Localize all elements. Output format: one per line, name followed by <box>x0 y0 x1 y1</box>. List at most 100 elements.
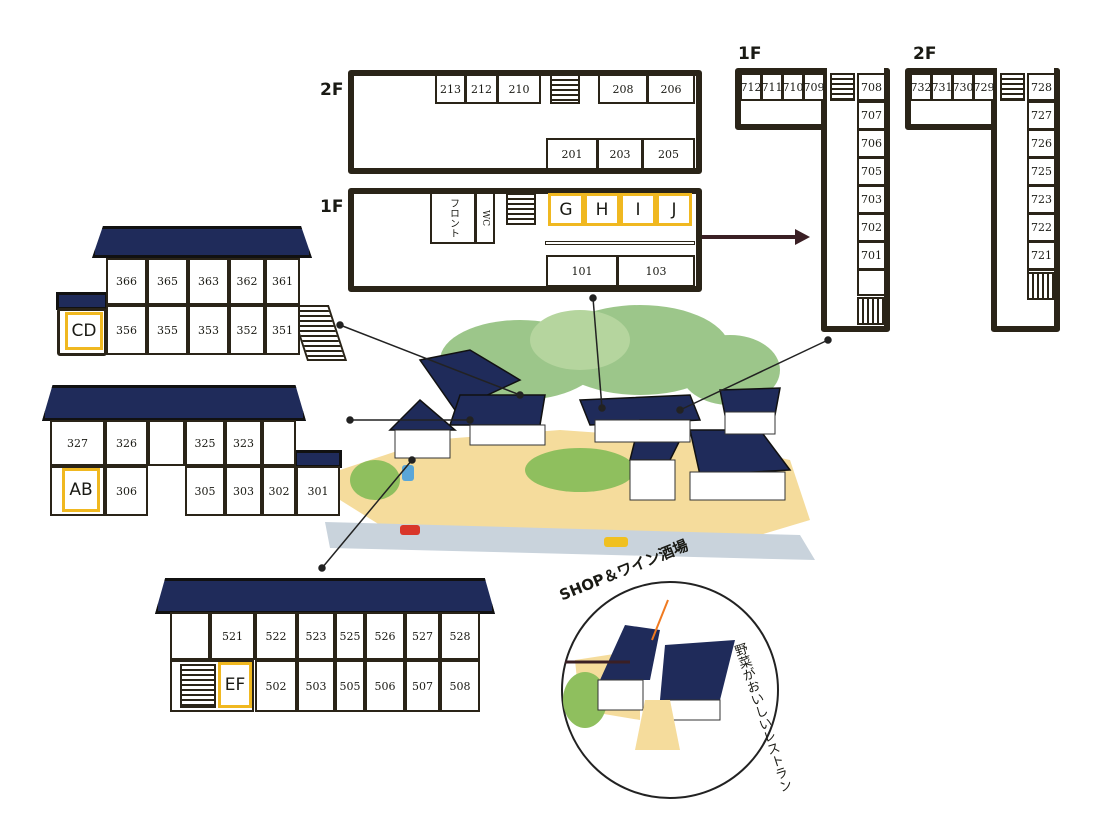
room: 208 <box>598 74 648 104</box>
room: 503 <box>297 660 335 712</box>
room: 507 <box>405 660 440 712</box>
roof <box>155 578 495 614</box>
front-desk: フロント <box>430 192 476 244</box>
room: 526 <box>365 612 405 660</box>
leader-lines <box>318 294 832 572</box>
room <box>262 420 296 466</box>
roof <box>92 226 312 258</box>
room: 525 <box>335 612 365 660</box>
room: 528 <box>440 612 480 660</box>
room: 361 <box>265 258 300 305</box>
room: 103 <box>617 255 695 287</box>
stairs-icon <box>1027 272 1056 300</box>
floor-label-2f: 2F <box>913 44 937 64</box>
floor-label-1f: 1F <box>738 44 762 64</box>
lawn <box>525 448 635 492</box>
room: 521 <box>210 612 255 660</box>
room: 363 <box>188 258 229 305</box>
room: 721 <box>1027 241 1056 270</box>
highlight-room[interactable]: G <box>548 193 584 226</box>
room: 701 <box>857 241 886 270</box>
room: 306 <box>105 466 148 516</box>
room: 706 <box>857 129 886 158</box>
room: 523 <box>297 612 335 660</box>
room: 705 <box>857 157 886 186</box>
room: 508 <box>440 660 480 712</box>
room: 362 <box>229 258 265 305</box>
building-walls <box>394 411 786 501</box>
room: 301 <box>296 466 340 516</box>
room: 327 <box>50 420 105 466</box>
room: 725 <box>1027 157 1056 186</box>
room: 505 <box>335 660 365 712</box>
room: 326 <box>105 420 148 466</box>
highlight-room[interactable]: J <box>656 193 692 226</box>
highlight-room[interactable]: I <box>620 193 656 226</box>
room: 527 <box>405 612 440 660</box>
inset-circle <box>561 581 779 799</box>
room: 702 <box>857 213 886 242</box>
highlight-room[interactable]: H <box>584 193 620 226</box>
room: 712 <box>740 73 762 101</box>
room: 703 <box>857 185 886 214</box>
room: 305 <box>185 466 225 516</box>
room: 325 <box>185 420 225 466</box>
highlight-room-ab[interactable]: AB <box>62 468 100 512</box>
room: 722 <box>1027 213 1056 242</box>
room: 352 <box>229 305 265 355</box>
room: 203 <box>597 138 643 170</box>
room: 303 <box>225 466 262 516</box>
floor-label-2f: 2F <box>320 80 344 100</box>
room <box>170 612 210 660</box>
room: 101 <box>546 255 618 287</box>
room: 355 <box>147 305 188 355</box>
room: 710 <box>782 73 804 101</box>
highlight-room-ef[interactable]: EF <box>218 662 252 708</box>
room: 323 <box>225 420 262 466</box>
highlight-room-cd[interactable]: CD <box>65 312 103 350</box>
stairs-icon <box>1000 73 1025 101</box>
floor-label-1f: 1F <box>320 197 344 217</box>
stairs-icon <box>180 664 216 708</box>
restroom: WC <box>475 192 495 244</box>
room: 502 <box>255 660 297 712</box>
room <box>857 269 886 296</box>
room: 730 <box>952 73 974 101</box>
room: 726 <box>1027 129 1056 158</box>
room: 356 <box>106 305 147 355</box>
stairs-icon <box>830 73 855 101</box>
stairs-icon <box>857 297 886 325</box>
stairs-icon <box>550 74 580 104</box>
road <box>325 522 815 560</box>
room: 506 <box>365 660 405 712</box>
room: 201 <box>546 138 598 170</box>
room: 709 <box>803 73 825 101</box>
room: 210 <box>497 74 541 104</box>
room: 205 <box>642 138 695 170</box>
room: 731 <box>931 73 953 101</box>
roof <box>42 385 306 421</box>
car-red <box>400 525 420 535</box>
room: 206 <box>647 74 695 104</box>
room: 708 <box>857 73 886 101</box>
room <box>148 420 185 466</box>
room: 212 <box>465 74 498 104</box>
room: 366 <box>106 258 147 305</box>
room: 729 <box>973 73 995 101</box>
lawn <box>350 460 400 500</box>
room: 707 <box>857 101 886 130</box>
room: 213 <box>435 74 466 104</box>
room: 732 <box>910 73 932 101</box>
room: 353 <box>188 305 229 355</box>
room: 351 <box>265 305 300 355</box>
room: 727 <box>1027 101 1056 130</box>
room: 522 <box>255 612 297 660</box>
room: 711 <box>761 73 783 101</box>
stairs-icon <box>506 193 536 225</box>
room: 302 <box>262 466 296 516</box>
room: 723 <box>1027 185 1056 214</box>
car-yellow <box>604 537 628 547</box>
corridor-rail <box>545 241 695 245</box>
room: 365 <box>147 258 188 305</box>
